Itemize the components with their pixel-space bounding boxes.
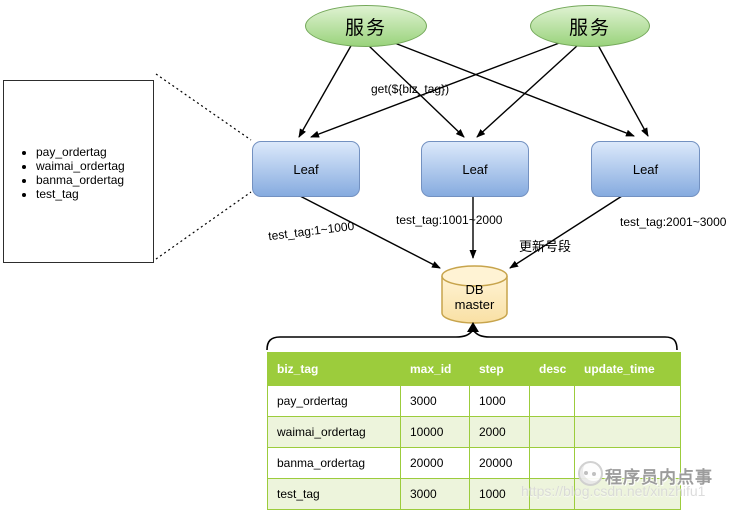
db-label-line1: DB <box>465 282 484 297</box>
edge-leaf3-db <box>509 195 623 269</box>
cell-step: 20000 <box>469 447 530 479</box>
service-label: 服务 <box>568 17 611 39</box>
table-row: test_tag 3000 1000 <box>267 478 681 510</box>
callout-line-top <box>155 73 252 141</box>
leaf-node-3: Leaf <box>591 141 700 197</box>
biz-tag-list: pay_ordertag waimai_ordertag banma_order… <box>18 145 153 201</box>
cell-max-id: 20000 <box>400 447 470 479</box>
table-header-row: biz_tag max_id step desc update_time <box>267 352 681 386</box>
table-row: banma_ordertag 20000 20000 <box>267 447 681 479</box>
cell-update-time <box>574 416 681 448</box>
cell-step: 1000 <box>469 478 530 510</box>
service-node-1: 服务 <box>305 5 427 47</box>
leaf-node-1: Leaf <box>252 141 360 197</box>
biz-tag-callout-box: pay_ordertag waimai_ordertag banma_order… <box>3 80 154 263</box>
cell-step: 1000 <box>469 385 530 417</box>
col-header-biz-tag: biz_tag <box>267 352 401 386</box>
edge-label-leaf1-range: test_tag:1~1000 <box>267 218 355 244</box>
cell-step: 2000 <box>469 416 530 448</box>
table-to-db-brace <box>266 322 678 351</box>
service-to-leaf-edges <box>298 41 649 138</box>
biz-tag-item: test_tag <box>36 187 153 201</box>
col-header-max-id: max_id <box>400 352 470 386</box>
table-row: pay_ordertag 3000 1000 <box>267 385 681 417</box>
biz-tag-item: waimai_ordertag <box>36 159 153 173</box>
cell-desc <box>529 447 575 479</box>
col-header-desc: desc <box>529 352 575 386</box>
cell-max-id: 10000 <box>400 416 470 448</box>
table-row: waimai_ordertag 10000 2000 <box>267 416 681 448</box>
callout-dotted-lines <box>155 73 252 260</box>
cell-update-time <box>574 385 681 417</box>
edge-service2-leaf2 <box>476 44 579 138</box>
db-label-line2: master <box>454 297 495 312</box>
leaf-node-2: Leaf <box>421 141 529 197</box>
edge-service2-leaf3 <box>597 44 649 137</box>
cell-max-id: 3000 <box>400 478 470 510</box>
service-node-2: 服务 <box>530 5 650 47</box>
service-label: 服务 <box>344 17 387 39</box>
edge-service1-leaf1 <box>298 43 353 138</box>
leaf-label: Leaf <box>632 161 659 177</box>
leaf-label: Leaf <box>462 161 488 177</box>
watermark-logo-icon <box>578 461 603 486</box>
edge-label-update-segment: 更新号段 <box>519 239 572 254</box>
watermark-name: 程序员内点事 <box>605 468 713 487</box>
segments-table: biz_tag max_id step desc update_time pay… <box>267 352 681 510</box>
edge-label-leaf3-range: test_tag:2001~3000 <box>620 215 727 229</box>
cell-desc <box>529 416 575 448</box>
col-header-update-time: update_time <box>574 352 681 386</box>
edge-label-get-biz-tag: get(${biz_tag}) <box>371 82 450 96</box>
cell-max-id: 3000 <box>400 385 470 417</box>
callout-line-bottom <box>155 191 252 260</box>
leaf-label: Leaf <box>293 161 319 177</box>
db-master-label: DB master <box>442 282 507 312</box>
cell-desc <box>529 478 575 510</box>
cell-biz-tag: banma_ordertag <box>267 447 401 479</box>
cell-biz-tag: test_tag <box>267 478 401 510</box>
edge-label-leaf2-range: test_tag:1001~2000 <box>396 213 503 227</box>
biz-tag-item: banma_ordertag <box>36 173 153 187</box>
col-header-step: step <box>469 352 530 386</box>
watermark-url: https://blog.csdn.net/xinzhifu1 <box>521 483 706 499</box>
cell-desc <box>529 385 575 417</box>
cell-biz-tag: waimai_ordertag <box>267 416 401 448</box>
biz-tag-item: pay_ordertag <box>36 145 153 159</box>
brace-arrowhead <box>467 322 479 332</box>
cell-biz-tag: pay_ordertag <box>267 385 401 417</box>
